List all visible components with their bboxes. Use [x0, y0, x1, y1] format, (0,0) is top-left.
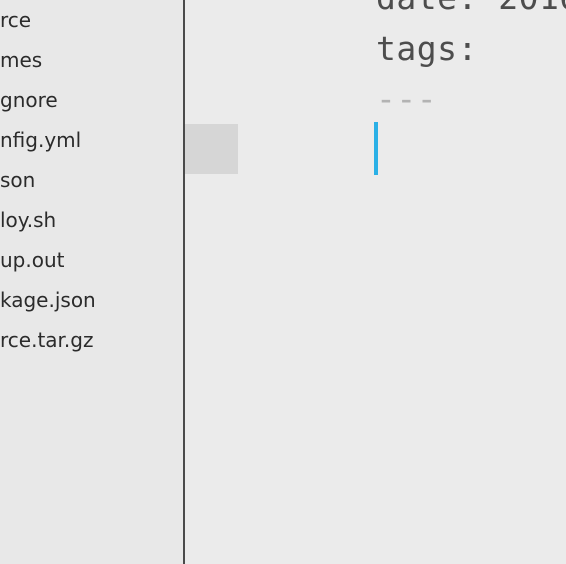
file-item-package-json[interactable]: kage.json — [0, 280, 96, 320]
file-item-source[interactable]: rce — [0, 0, 96, 40]
file-item-gitignore[interactable]: gnore — [0, 80, 96, 120]
code-line-date: date: 2016 — [376, 0, 566, 17]
code-line-front-matter-separator: --- — [376, 79, 438, 118]
code-line-tags: tags: — [376, 29, 478, 68]
file-item-label: nfig.yml — [0, 128, 82, 152]
file-item-nohup-out[interactable]: up.out — [0, 240, 96, 280]
file-item-config-yml[interactable]: nfig.yml — [0, 120, 96, 160]
active-line-gutter-highlight — [185, 124, 238, 174]
file-item-themes[interactable]: mes — [0, 40, 96, 80]
text-cursor — [374, 122, 378, 175]
file-item-deploy-sh[interactable]: loy.sh — [0, 200, 96, 240]
file-item-label: son — [0, 168, 36, 192]
file-item-json[interactable]: son — [0, 160, 96, 200]
file-list: rce mes gnore nfig.yml son loy.sh up.out… — [0, 0, 96, 360]
file-item-label: loy.sh — [0, 208, 57, 232]
file-item-label: rce.tar.gz — [0, 328, 94, 352]
file-item-label: rce — [0, 8, 32, 32]
file-item-label: mes — [0, 48, 43, 72]
file-item-label: up.out — [0, 248, 65, 272]
file-item-label: gnore — [0, 88, 58, 112]
editor-pane[interactable]: date: 2016 tags: --- — [185, 0, 566, 564]
file-item-label: kage.json — [0, 288, 96, 312]
file-item-source-tar-gz[interactable]: rce.tar.gz — [0, 320, 96, 360]
file-sidebar: rce mes gnore nfig.yml son loy.sh up.out… — [0, 0, 185, 564]
